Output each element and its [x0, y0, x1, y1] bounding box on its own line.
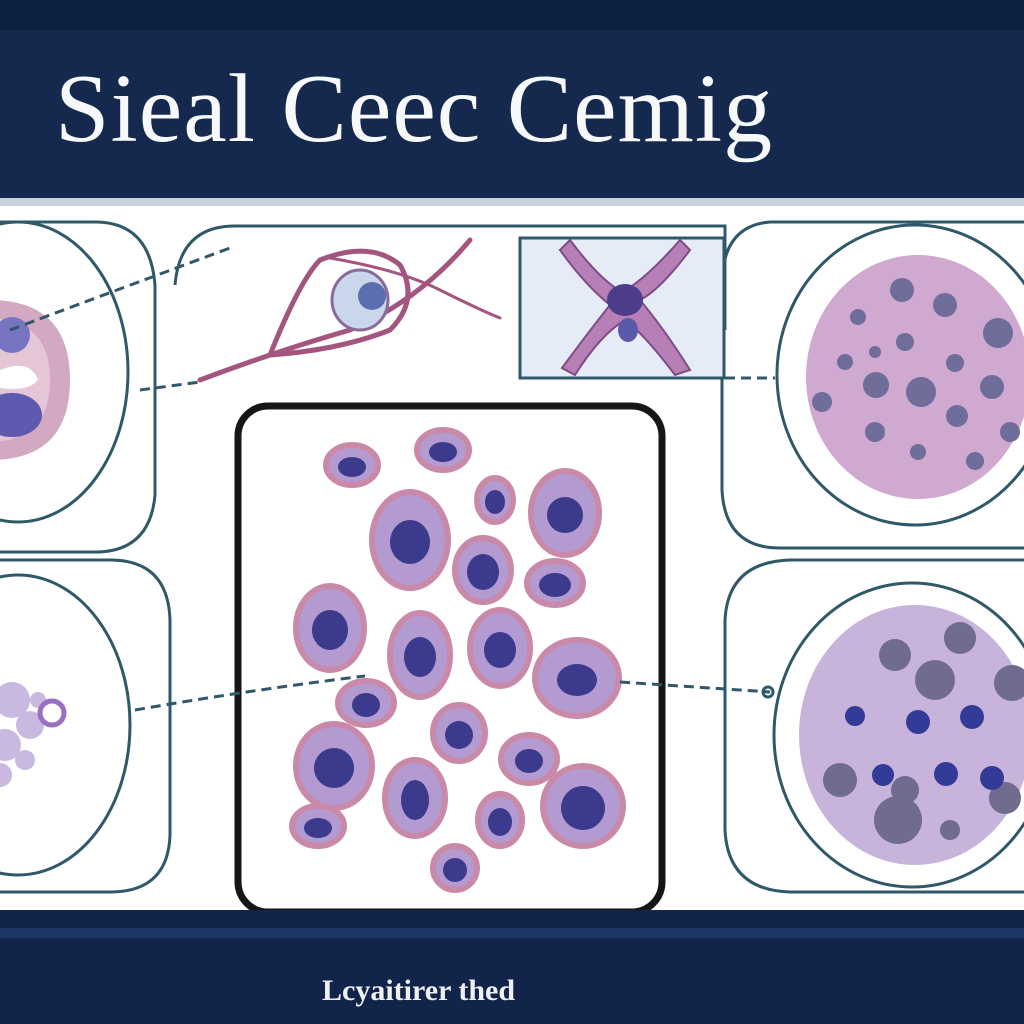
panel-top-right-frame — [720, 220, 1024, 550]
cell-nucleus — [467, 554, 499, 590]
cell-nucleus — [314, 748, 354, 788]
cell-nucleus — [338, 457, 366, 477]
kidney-cell-icon — [0, 220, 130, 524]
footer-stripe — [0, 928, 1024, 938]
header-divider — [0, 198, 1024, 206]
cell-nucleus — [401, 780, 429, 820]
cell-nucleus — [485, 490, 505, 514]
header-top-stripe — [0, 0, 1024, 30]
petri-dish-icon — [775, 223, 1024, 527]
chromosome-icon — [518, 236, 726, 380]
cell-nucleus — [304, 818, 332, 838]
cell-nucleus — [312, 610, 348, 650]
panel-bottom-left-frame — [0, 558, 172, 894]
connector-line-icon — [9, 246, 775, 712]
page-title: Sieal Ceec Cemig — [55, 55, 774, 163]
cell-nucleus — [515, 749, 543, 773]
cell-nucleus — [484, 632, 516, 668]
cell-nucleus — [404, 637, 436, 677]
dna-strand-icon — [197, 237, 502, 383]
dispersed-cell-icon — [0, 573, 132, 877]
cell-nucleus — [443, 858, 467, 882]
blood-cell-panel — [234, 402, 666, 916]
connector-end-dot — [761, 685, 775, 699]
cell-nucleus — [488, 808, 512, 836]
panel-top-center-frame — [173, 224, 727, 330]
cell-nucleus — [429, 442, 457, 462]
header-banner — [0, 0, 1024, 200]
cell-nucleus — [547, 497, 583, 533]
footer-caption: Lcyaitirer thed — [322, 974, 516, 1007]
cell-nucleus — [390, 520, 430, 564]
cell-nucleus — [445, 721, 473, 749]
cell-nucleus — [352, 693, 380, 717]
panel-top-left-frame — [0, 220, 157, 554]
petri-dish-icon-lavender — [772, 581, 1024, 889]
cell-nucleus — [561, 786, 605, 830]
panel-bottom-right-frame — [723, 558, 1024, 894]
cell-nucleus — [539, 573, 571, 597]
cell-nucleus — [557, 664, 597, 696]
